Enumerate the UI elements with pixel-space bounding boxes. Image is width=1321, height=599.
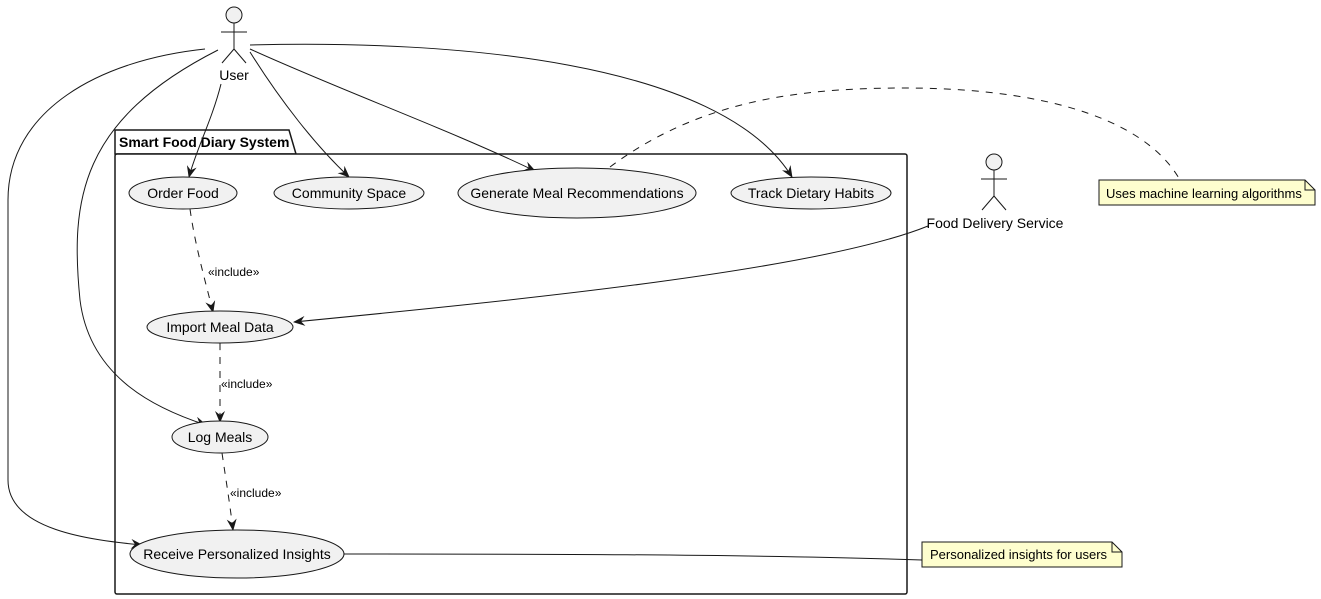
actor-delivery-name: Food Delivery Service	[927, 215, 1064, 231]
edge-user-track	[249, 43, 793, 178]
include-label-3: «include»	[230, 486, 282, 500]
use-case-label: Receive Personalized Insights	[143, 546, 331, 562]
use-case-import-meal-data[interactable]: Import Meal Data	[146, 310, 294, 344]
use-case-receive-insights[interactable]: Receive Personalized Insights	[129, 529, 345, 579]
actor-user[interactable]: User	[219, 6, 249, 83]
actor-food-delivery[interactable]: Food Delivery Service	[927, 153, 1064, 231]
package-frame	[114, 153, 908, 595]
use-case-label: Generate Meal Recommendations	[470, 185, 683, 201]
note-connectors	[343, 87, 1181, 561]
include-edges	[189, 208, 237, 531]
use-case-label: Log Meals	[188, 429, 253, 445]
edge-user-order-food	[186, 83, 222, 178]
use-case-log-meals[interactable]: Log Meals	[171, 420, 269, 454]
note-connector-insights	[343, 549, 923, 561]
edge-user-insights	[7, 48, 206, 549]
note-connector-ml	[609, 87, 1181, 181]
use-case-label: Order Food	[147, 185, 219, 201]
use-case-label: Community Space	[292, 185, 407, 201]
actor-head-icon	[225, 6, 243, 24]
edge-user-log-meals	[76, 49, 219, 427]
use-case-order-food[interactable]: Order Food	[128, 176, 238, 210]
edge-user-community	[249, 51, 350, 178]
associations	[7, 43, 929, 549]
use-case-label: Track Dietary Habits	[748, 185, 874, 201]
use-case-label: Import Meal Data	[166, 319, 274, 335]
edge-include-log-insights	[221, 452, 237, 531]
use-case-community-space[interactable]: Community Space	[273, 176, 425, 210]
edge-delivery-import	[293, 225, 929, 326]
actor-head-icon	[985, 153, 1003, 171]
include-label-2: «include»	[221, 377, 273, 391]
edge-user-generate	[249, 48, 536, 172]
note-insights-text: Personalized insights for users	[930, 547, 1108, 562]
note-ml-text: Uses machine learning algorithms	[1106, 186, 1302, 201]
include-label-1: «include»	[208, 265, 260, 279]
actor-user-name: User	[219, 67, 249, 83]
package-title: Smart Food Diary System	[119, 134, 289, 150]
note-personalized-insights: Personalized insights for users	[921, 541, 1123, 568]
use-case-generate-recommendations[interactable]: Generate Meal Recommendations	[457, 167, 697, 219]
use-case-track-dietary-habits[interactable]: Track Dietary Habits	[730, 176, 892, 210]
note-machine-learning: Uses machine learning algorithms	[1098, 179, 1316, 206]
